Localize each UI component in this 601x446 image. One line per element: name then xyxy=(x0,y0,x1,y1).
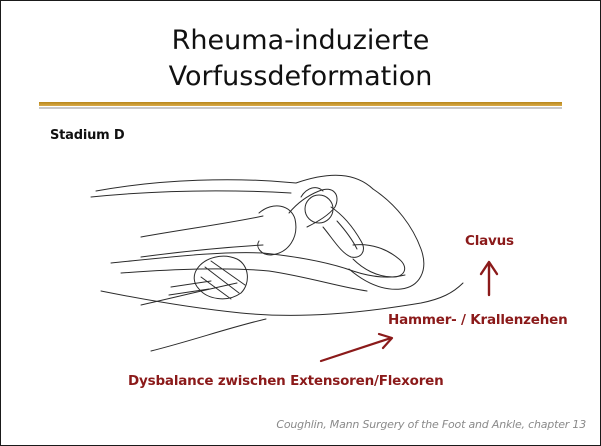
foot-dorsal-outline xyxy=(96,175,373,191)
metatarsal-head xyxy=(258,206,296,255)
foot-dorsal-outline-2 xyxy=(91,191,291,197)
foot-plantar-outline-2 xyxy=(151,319,266,351)
annotation-dysbalance: Dysbalance zwischen Extensoren/Flexoren xyxy=(128,373,444,389)
arrow-up-icon xyxy=(481,262,497,295)
arrow-diagonal-icon xyxy=(321,334,392,361)
extensor-tendon xyxy=(111,253,405,277)
metatarsal-shaft xyxy=(141,216,263,237)
annotation-clavus: Clavus xyxy=(465,233,514,249)
middle-phalanx xyxy=(323,207,363,257)
annotation-hammer-claw-toes: Hammer- / Krallenzehen xyxy=(388,312,568,328)
citation: Coughlin, Mann Surgery of the Foot and A… xyxy=(276,418,586,431)
flexor-tendon xyxy=(121,269,367,291)
foot-plantar-outline xyxy=(101,283,463,315)
distal-phalanx xyxy=(353,245,405,277)
